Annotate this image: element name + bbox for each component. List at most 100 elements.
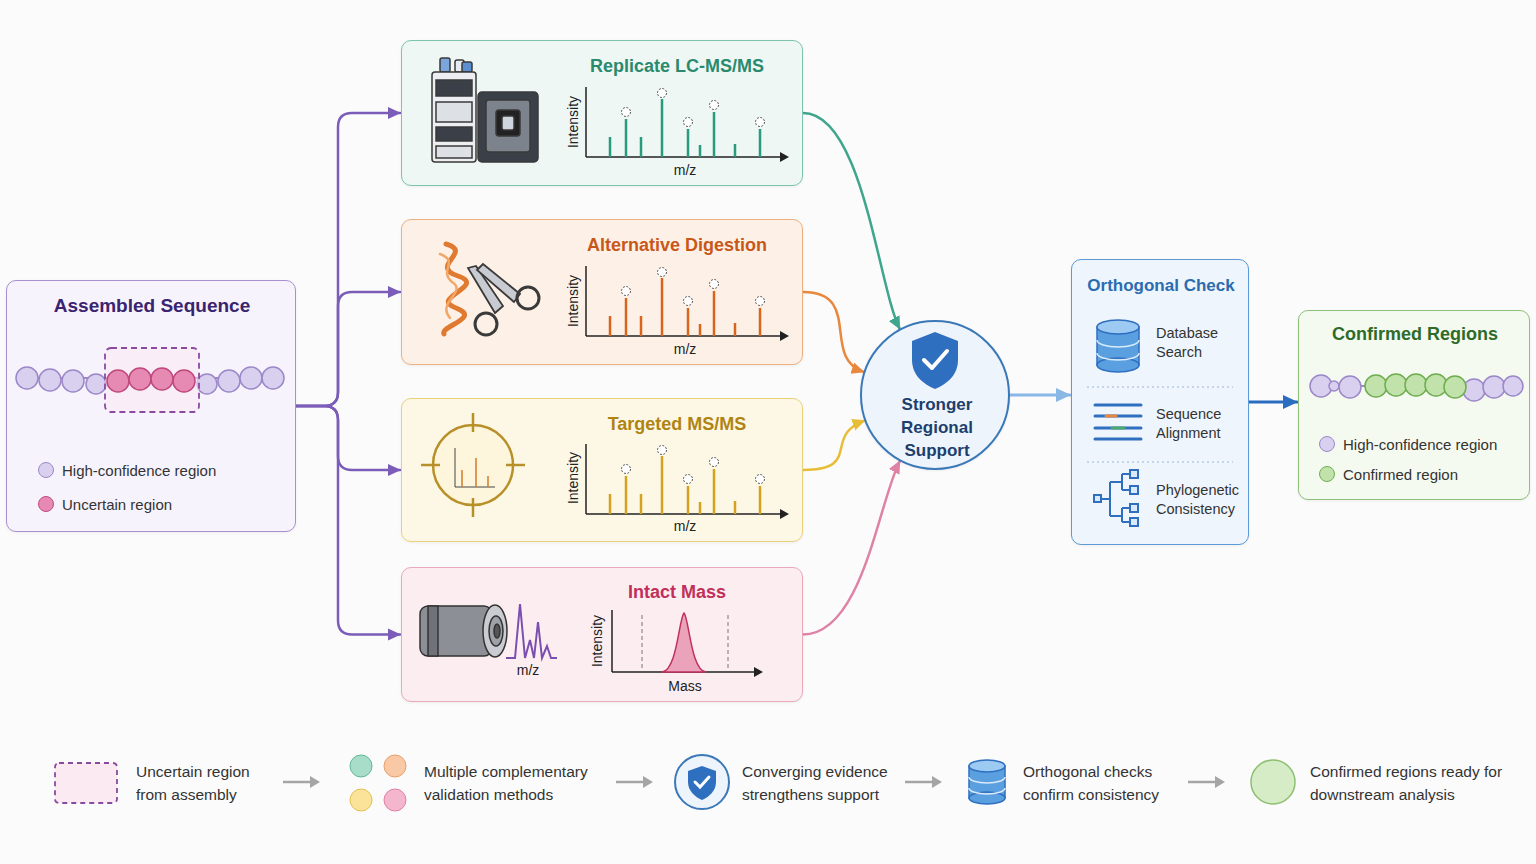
legend-swatch [1319, 466, 1335, 482]
tree-icon-part-part [1130, 518, 1138, 526]
sequence-beads-part-part [262, 367, 284, 389]
node-title: Assembled Sequence [7, 294, 297, 319]
intact-mass-chart-part [611, 610, 613, 672]
alignment-icon-part [1095, 404, 1141, 407]
target-reticle-part-part [455, 487, 495, 488]
alignment-icon-part [1112, 427, 1124, 430]
lc-ms-instrument-part [432, 72, 476, 162]
mass-analyzer-part [428, 606, 438, 656]
raw-spectrum [506, 604, 557, 658]
tree-icon-part-part [1094, 495, 1101, 502]
tree-icon-part [1094, 470, 1138, 526]
database-icon [1097, 320, 1139, 372]
node-title: Replicate LC-MS/MS [552, 55, 802, 78]
process-strip-part [350, 755, 372, 777]
target-reticle-part-part [487, 476, 489, 487]
lc-ms-instrument [432, 58, 538, 162]
axis-label: Intensity [565, 275, 581, 327]
legend-text: Confirmed region [1343, 466, 1458, 483]
tree-icon-part-part [1130, 504, 1138, 512]
shield-icon [912, 332, 958, 389]
mass-analyzer-part [420, 606, 492, 656]
mass-analyzer-part [483, 605, 507, 657]
axis-label: m/z [674, 518, 697, 534]
target-reticle-part-part [506, 464, 525, 467]
lc-ms-instrument-part [436, 146, 472, 158]
connector-arrow [803, 461, 900, 634]
process-strip-part-part [969, 760, 1005, 772]
process-strip-part [969, 760, 1005, 804]
process-strip-part-part [1215, 776, 1225, 788]
node-title: Stronger Regional Support [877, 394, 997, 463]
dotted-separator-part [1087, 462, 1233, 463]
target-reticle-part [462, 458, 488, 487]
confirmed-beads-part-part [1444, 376, 1466, 398]
target-reticle-part [455, 448, 495, 487]
intact-mass-chart-part [754, 667, 763, 677]
connector-arrow [296, 292, 400, 406]
scissors-part [517, 287, 539, 309]
scissors-part [477, 264, 520, 302]
node-title: Targeted MS/MS [552, 413, 802, 436]
confirmed-beads-part-part [1339, 376, 1361, 398]
lc-ms-instrument-part [502, 116, 514, 130]
sequence-beads-part-part [86, 374, 106, 394]
target-reticle-part [421, 413, 525, 517]
target-reticle-part-part [475, 458, 477, 487]
tree-icon-part-part [1130, 486, 1138, 494]
intact-mass-chart-part [662, 613, 706, 672]
protein-helix [440, 244, 467, 334]
shield-icon-part [924, 351, 947, 368]
lc-ms-instrument-part [496, 110, 520, 136]
process-strip-part [688, 766, 716, 800]
axis-label: Intensity [589, 615, 605, 667]
lc-ms-instrument-part [436, 80, 472, 96]
target-reticle-part-part [461, 470, 463, 487]
shield-icon-part [912, 332, 958, 389]
process-strip-part [55, 763, 117, 803]
alignment-icon [1095, 405, 1141, 439]
legend-text: Uncertain region [62, 496, 172, 513]
step-caption: Multiple complementary validation method… [424, 760, 614, 806]
target-reticle-part-part [455, 448, 456, 487]
node-title: Orthogonal Check [1076, 275, 1246, 297]
scissors [468, 264, 539, 335]
confirmed-beads-part-part [1483, 376, 1505, 398]
connector-arrow [296, 406, 400, 470]
lc-ms-instrument-part [462, 62, 472, 72]
axis-label: m/z [674, 162, 697, 178]
sequence-beads-part-part [107, 370, 129, 392]
target-reticle [421, 413, 525, 517]
database-icon-part [1097, 340, 1139, 360]
connector-arrow [803, 292, 864, 372]
mass-analyzer-part [489, 616, 503, 646]
connector-arrow [296, 406, 400, 635]
node-title: Intact Mass [552, 581, 802, 604]
illustration-layer-part [586, 87, 789, 162]
sequence-beads-part-part [151, 368, 173, 390]
dotted-separator-part [1087, 387, 1233, 388]
sequence-beads-part [105, 348, 199, 412]
process-strip-part [675, 755, 729, 809]
connector-arrow [803, 421, 865, 470]
node-item: Sequence Alignment [1156, 405, 1246, 443]
connector-arrow [296, 113, 400, 406]
alignment-icon-part [1095, 415, 1141, 418]
lc-ms-instrument-part [436, 127, 472, 141]
connector-arrow [803, 113, 900, 329]
confirmed-beads-part [1310, 375, 1523, 401]
axis-label: Mass [668, 678, 701, 694]
node-item: Database Search [1156, 324, 1246, 362]
mass-analyzer-part [494, 624, 500, 638]
axis-label: Intensity [565, 96, 581, 148]
tree-icon [1094, 470, 1138, 526]
lc-ms-instrument-part [440, 58, 450, 72]
sequence-beads-part-part [173, 370, 195, 392]
tree-icon-part [1098, 474, 1132, 522]
database-icon-part [1097, 320, 1139, 334]
target-reticle-part [433, 425, 513, 505]
confirmed-beads-part-part [1405, 374, 1427, 396]
axis-label: m/z [674, 341, 697, 357]
